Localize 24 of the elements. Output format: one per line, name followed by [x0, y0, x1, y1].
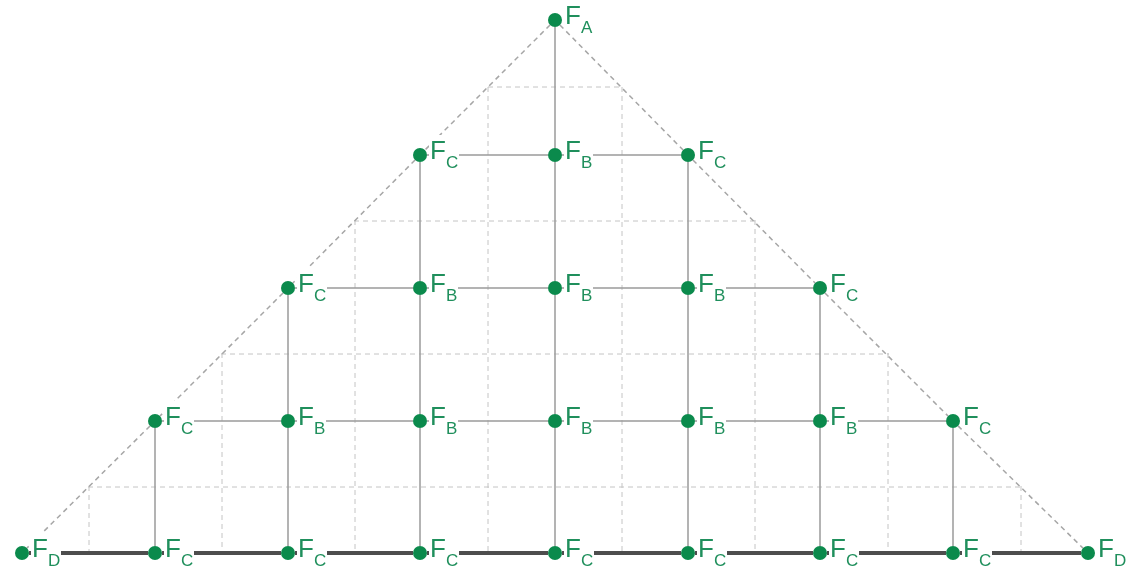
connector-line — [687, 294, 689, 415]
dashed-line — [559, 24, 684, 151]
connector-line — [419, 294, 421, 415]
dashed-line — [957, 425, 1084, 549]
connector-line — [419, 161, 421, 282]
dashed-line — [824, 292, 949, 417]
connector-line — [819, 427, 821, 547]
connector-line — [554, 26, 556, 149]
connector-line — [687, 161, 689, 282]
dashed-line — [26, 425, 151, 549]
dashed-line — [159, 292, 284, 417]
connector-line — [419, 427, 421, 547]
connector-line — [287, 427, 289, 547]
connector-line — [819, 294, 821, 415]
connector-line — [952, 427, 954, 547]
dashed-line — [292, 159, 416, 284]
connector-line — [154, 427, 156, 547]
dashed-line — [424, 24, 551, 151]
connector-line — [554, 294, 556, 415]
connector-line — [687, 427, 689, 547]
connector-line — [287, 294, 289, 415]
connector-line — [554, 427, 556, 547]
dashed-line — [692, 159, 816, 284]
connector-line — [554, 161, 556, 282]
